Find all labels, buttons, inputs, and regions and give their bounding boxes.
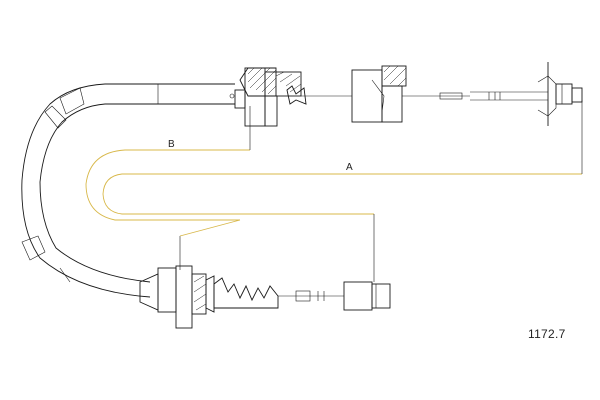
dimension-b-label: B xyxy=(168,139,175,150)
dimension-a-line xyxy=(102,173,582,215)
inner-wire-top-end xyxy=(470,62,583,126)
top-adjuster-assembly xyxy=(229,67,352,127)
dimension-b-line xyxy=(85,149,250,221)
dimension-a-label: A xyxy=(346,162,353,173)
part-number-label: 1172.7 xyxy=(528,327,566,341)
dimension-lines xyxy=(85,100,583,282)
middle-connector xyxy=(351,65,470,123)
outer-cable-sheath xyxy=(21,83,235,298)
bottom-adjuster-assembly xyxy=(139,265,391,329)
